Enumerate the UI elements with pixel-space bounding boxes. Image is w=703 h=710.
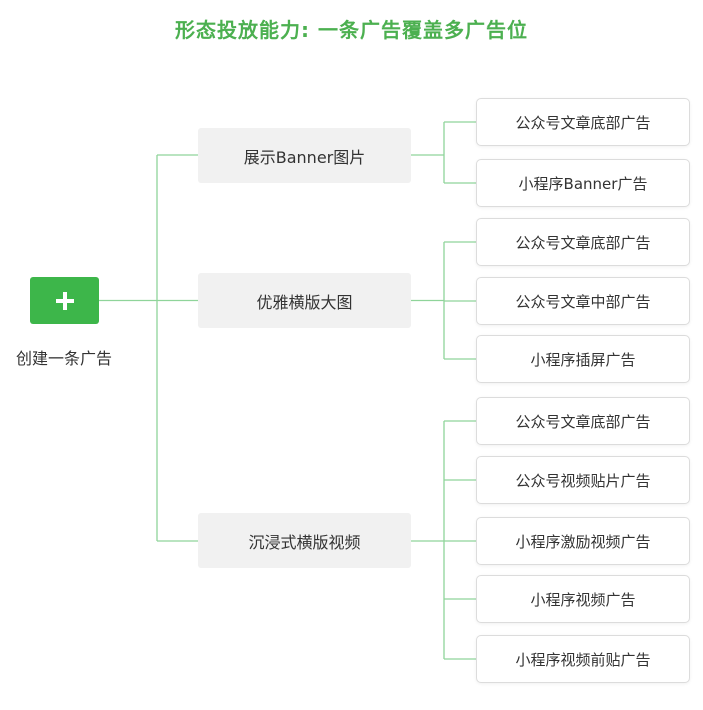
placement-label: 小程序视频前贴广告 <box>515 650 651 669</box>
placement-label: 小程序激励视频广告 <box>515 532 651 551</box>
placement-label: 公众号文章底部广告 <box>515 412 651 431</box>
placement-item: 小程序激励视频广告 <box>476 517 690 565</box>
placement-label: 公众号文章底部广告 <box>515 113 651 132</box>
placement-label: 小程序视频广告 <box>530 590 636 609</box>
category-label: 沉浸式横版视频 <box>248 532 361 552</box>
placement-item: 小程序视频前贴广告 <box>476 635 690 683</box>
category-banner-image: 展示Banner图片 <box>198 128 411 183</box>
category-label: 优雅横版大图 <box>256 292 353 312</box>
category-landscape-video: 沉浸式横版视频 <box>198 513 411 568</box>
placement-item: 公众号文章底部广告 <box>476 397 690 445</box>
placement-item: 公众号文章底部广告 <box>476 98 690 146</box>
category-landscape-image: 优雅横版大图 <box>198 273 411 328</box>
video-to-leaves <box>411 420 476 660</box>
create-ad-button[interactable] <box>30 277 99 324</box>
plus-icon <box>55 291 74 310</box>
placement-item: 公众号视频贴片广告 <box>476 456 690 504</box>
page-title: 形态投放能力: 一条广告覆盖多广告位 <box>175 18 528 42</box>
placement-label: 小程序Banner广告 <box>518 174 648 193</box>
placement-item: 小程序视频广告 <box>476 575 690 623</box>
placement-item: 小程序Banner广告 <box>476 159 690 207</box>
category-label: 展示Banner图片 <box>243 147 366 167</box>
placement-label: 公众号视频贴片广告 <box>515 471 651 490</box>
placement-item: 公众号文章底部广告 <box>476 218 690 266</box>
placement-item: 公众号文章中部广告 <box>476 277 690 325</box>
bigimage-to-leaves <box>411 241 476 360</box>
placement-label: 小程序插屏广告 <box>530 350 636 369</box>
banner-to-leaves <box>411 121 476 184</box>
placement-label: 公众号文章中部广告 <box>515 292 651 311</box>
placement-item: 小程序插屏广告 <box>476 335 690 383</box>
root-label: 创建一条广告 <box>15 349 112 368</box>
placement-label: 公众号文章底部广告 <box>515 233 651 252</box>
